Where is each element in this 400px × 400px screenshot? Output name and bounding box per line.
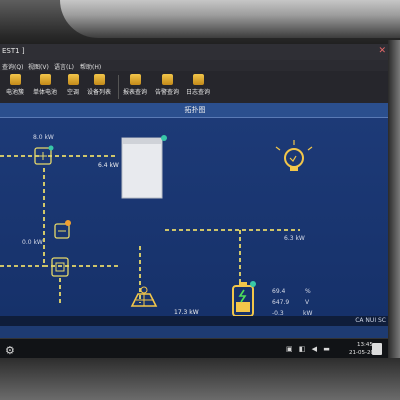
log-query-label: 日志查询: [185, 89, 210, 96]
toolbar: 电池簇 单体电池 空调 设备列表 报表查询 告警查询 日志查询: [0, 71, 390, 104]
window-title: EST1 ]: [2, 47, 25, 55]
topology-panel-title: 拓扑图: [0, 103, 390, 118]
report-icon: [129, 74, 141, 85]
screen-glare: [60, 0, 400, 38]
device-list-button[interactable]: 设备列表: [86, 74, 112, 101]
pcs-power-value: 0.0 kW: [22, 239, 43, 246]
taskbar-clock[interactable]: 13:45 21-05-2021: [349, 341, 381, 357]
device-list-label: 设备列表: [86, 89, 111, 96]
notification-icon[interactable]: [372, 343, 382, 355]
alarm-query-button[interactable]: 告警查询: [154, 74, 180, 101]
energy-storage-cabinet-icon: [121, 135, 167, 199]
menu-view[interactable]: 视图(V): [28, 64, 49, 71]
report-query-button[interactable]: 报表查询: [122, 74, 148, 101]
battery-cluster-icon: [9, 74, 21, 85]
menu-query[interactable]: 查询(Q): [2, 64, 24, 71]
battery-voltage-unit: V: [305, 299, 310, 306]
pv-panel-icon: [130, 286, 158, 307]
log-icon: [192, 74, 204, 85]
monitor-bezel-right: [388, 40, 400, 370]
air-conditioner-icon: [67, 74, 79, 85]
battery-soc-unit: %: [305, 288, 311, 295]
settings-icon[interactable]: ⚙: [5, 344, 15, 357]
load-power-value: 6.3 kW: [284, 235, 305, 242]
air-conditioner-label: 空调: [66, 89, 79, 96]
storage-power-value: 6.4 kW: [98, 162, 119, 169]
monitor-bezel-bottom: [0, 358, 400, 400]
battery-soc-value: 69.4: [272, 288, 286, 295]
clock-date: 21-05-2021: [349, 350, 381, 356]
battery-power-unit: kW: [303, 310, 313, 317]
topology-canvas: 8.0 kW 0.0 kW 6.4 kW 6.3 kW 17.3 kW 69.4…: [0, 118, 390, 317]
cell-battery-icon: [39, 74, 51, 85]
report-query-label: 报表查询: [122, 89, 147, 96]
battery-power-value: -0.3: [272, 310, 284, 317]
menu-help[interactable]: 帮助(H): [80, 64, 102, 71]
pv-power-value: 17.3 kW: [174, 309, 199, 316]
battery-cluster-label: 电池簇: [5, 89, 24, 96]
pcs-mid-icon: [54, 220, 71, 239]
cell-battery-label: 单体电池: [32, 89, 57, 96]
grid-power-value: 8.0 kW: [33, 134, 54, 141]
status-strip: CA NUI SC: [0, 316, 390, 326]
clock-time: 13:45: [357, 342, 373, 348]
menu-bar: 查询(Q) 视图(V) 语言(L) 帮助(H): [0, 60, 390, 71]
cell-battery-button[interactable]: 单体电池: [32, 74, 58, 101]
window-titlebar: EST1 ] ✕: [0, 44, 390, 60]
device-list-icon: [93, 74, 105, 85]
os-taskbar: ⚙ ▣ ◧ ◀ ▬ 13:45 21-05-2021: [0, 338, 390, 360]
battery-voltage-value: 647.9: [272, 299, 290, 306]
system-tray-icons[interactable]: ▣ ◧ ◀ ▬: [286, 345, 332, 353]
battery-icon: [232, 281, 256, 316]
status-indicators: CA NUI SC: [355, 317, 386, 324]
load-bulb-icon: [275, 140, 313, 171]
pcs-top-icon: [34, 145, 54, 165]
menu-language[interactable]: 语言(L): [54, 64, 75, 71]
alarm-icon: [161, 74, 173, 85]
alarm-query-label: 告警查询: [154, 89, 179, 96]
battery-cluster-button[interactable]: 电池簇: [2, 74, 28, 101]
air-conditioner-button[interactable]: 空调: [60, 74, 86, 101]
toolbar-separator: [118, 75, 119, 99]
app-screen: EST1 ] ✕ 查询(Q) 视图(V) 语言(L) 帮助(H) 电池簇 单体电…: [0, 44, 390, 360]
log-query-button[interactable]: 日志查询: [185, 74, 211, 101]
close-icon[interactable]: ✕: [378, 46, 386, 56]
topology-diagram: [0, 135, 313, 316]
meter-icon: [51, 257, 69, 277]
